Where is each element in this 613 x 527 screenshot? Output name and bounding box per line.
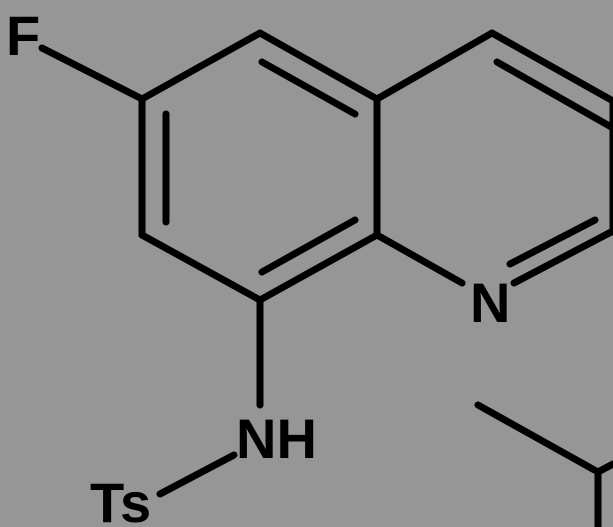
bond-n1-c2	[510, 227, 613, 287]
bond-c5-c4a	[138, 29, 264, 103]
bond-c4-inner	[258, 58, 359, 118]
bond-nh-ts	[156, 451, 238, 498]
bond-n1-c2-inner	[506, 216, 599, 268]
bond-c4-c3	[488, 29, 613, 105]
bond-c4a-c4	[256, 29, 381, 103]
atom-label-tosyl: Ts	[90, 471, 151, 527]
bond-c3-inner	[493, 58, 613, 132]
atom-label-fluorine: F	[6, 4, 40, 67]
bond-c7-c8a	[256, 231, 381, 304]
bond-c6-c7	[138, 231, 264, 304]
bond-fragment-left	[474, 401, 602, 476]
atom-label-amine: NH	[236, 407, 317, 470]
bond-c4a-c4-right	[373, 29, 496, 103]
bond-f-c5	[38, 44, 146, 103]
atom-label-ring-nitrogen: N	[470, 271, 510, 334]
bond-c8a-n1	[373, 231, 466, 287]
bond-c8-inner	[258, 216, 359, 276]
